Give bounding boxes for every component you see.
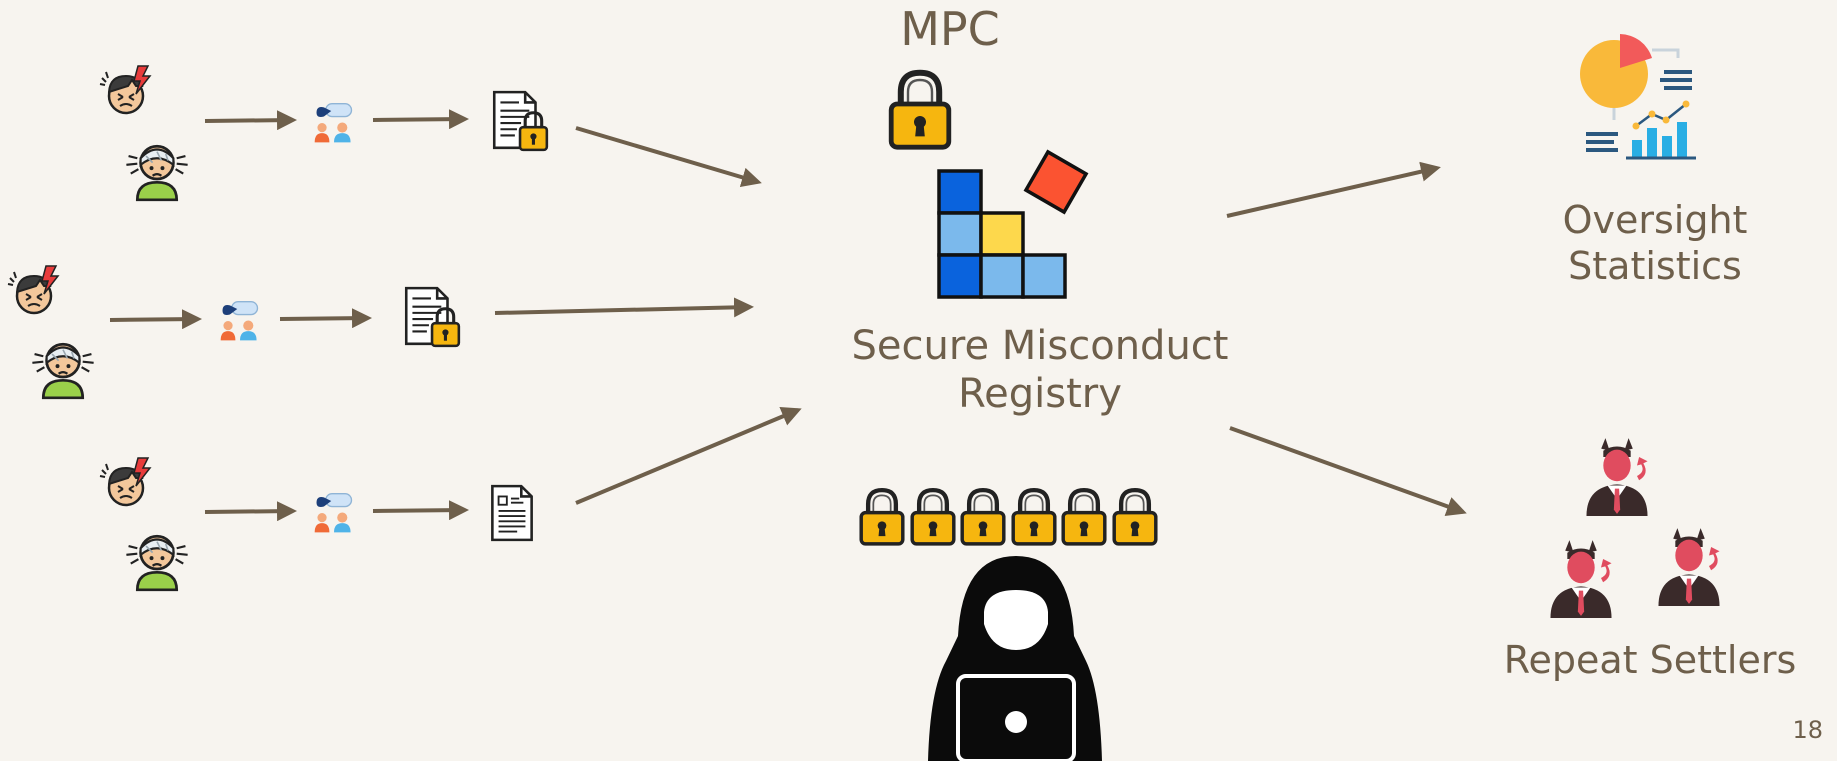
person-bandaged-icon	[125, 534, 189, 592]
blocks-stack-icon	[937, 149, 1089, 299]
devil-businessman-icon	[1586, 438, 1648, 516]
repeat-settlers-label: Repeat Settlers	[1503, 638, 1797, 682]
row-1	[98, 64, 762, 202]
padlock-row	[861, 490, 1156, 544]
advocate-people-icon	[313, 102, 353, 144]
arrow-registry-to-settlers	[1229, 426, 1467, 516]
person-lightning-icon	[98, 64, 152, 115]
arrow-victims-to-advocate-3	[204, 501, 297, 522]
padlock-icon	[1013, 490, 1055, 544]
arrow-victims-to-advocate-2	[109, 309, 202, 330]
locked-document-icon	[492, 90, 549, 152]
padlock-icon	[891, 73, 949, 147]
row-3	[98, 406, 802, 592]
registry-title: Secure Misconduct Registry	[851, 323, 1229, 417]
padlock-icon	[912, 490, 954, 544]
arrow-document-to-registry-1	[575, 126, 762, 188]
arrow-document-to-registry-2	[494, 297, 754, 318]
devil-businessman-icon	[1550, 540, 1612, 618]
person-lightning-icon	[6, 264, 60, 315]
slide-number: 18	[1792, 716, 1823, 744]
arrow-advocate-to-document-3	[372, 500, 469, 521]
padlock-icon	[1114, 490, 1156, 544]
person-lightning-icon	[98, 456, 152, 507]
arrow-advocate-to-document-1	[372, 109, 469, 130]
arrow-document-to-registry-3	[575, 406, 802, 505]
document-icon	[491, 484, 533, 542]
advocate-people-icon	[219, 300, 259, 342]
padlock-icon	[962, 490, 1004, 544]
row-2	[6, 264, 754, 400]
arrow-advocate-to-document-2	[279, 308, 372, 329]
person-bandaged-icon	[31, 342, 95, 400]
arrow-victims-to-advocate-1	[204, 110, 297, 131]
statistics-chart-icon	[1580, 34, 1696, 160]
person-bandaged-icon	[125, 144, 189, 202]
mpc-title: MPC	[900, 2, 1000, 56]
arrow-registry-to-statistics	[1226, 161, 1441, 218]
padlock-icon	[861, 490, 903, 544]
oversight-statistics-label: Oversight Statistics	[1562, 198, 1748, 288]
hacker-laptop-icon	[928, 556, 1102, 761]
padlock-icon	[1063, 490, 1105, 544]
advocate-people-icon	[313, 492, 353, 534]
locked-document-icon	[404, 286, 461, 348]
devil-businessman-icon	[1658, 528, 1720, 606]
